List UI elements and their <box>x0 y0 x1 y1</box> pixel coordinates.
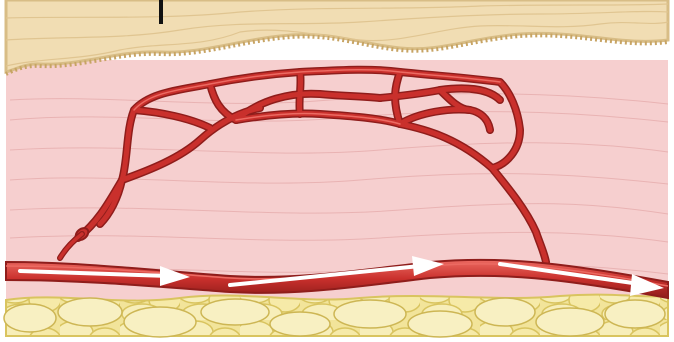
pointer-line-icon <box>159 0 163 24</box>
